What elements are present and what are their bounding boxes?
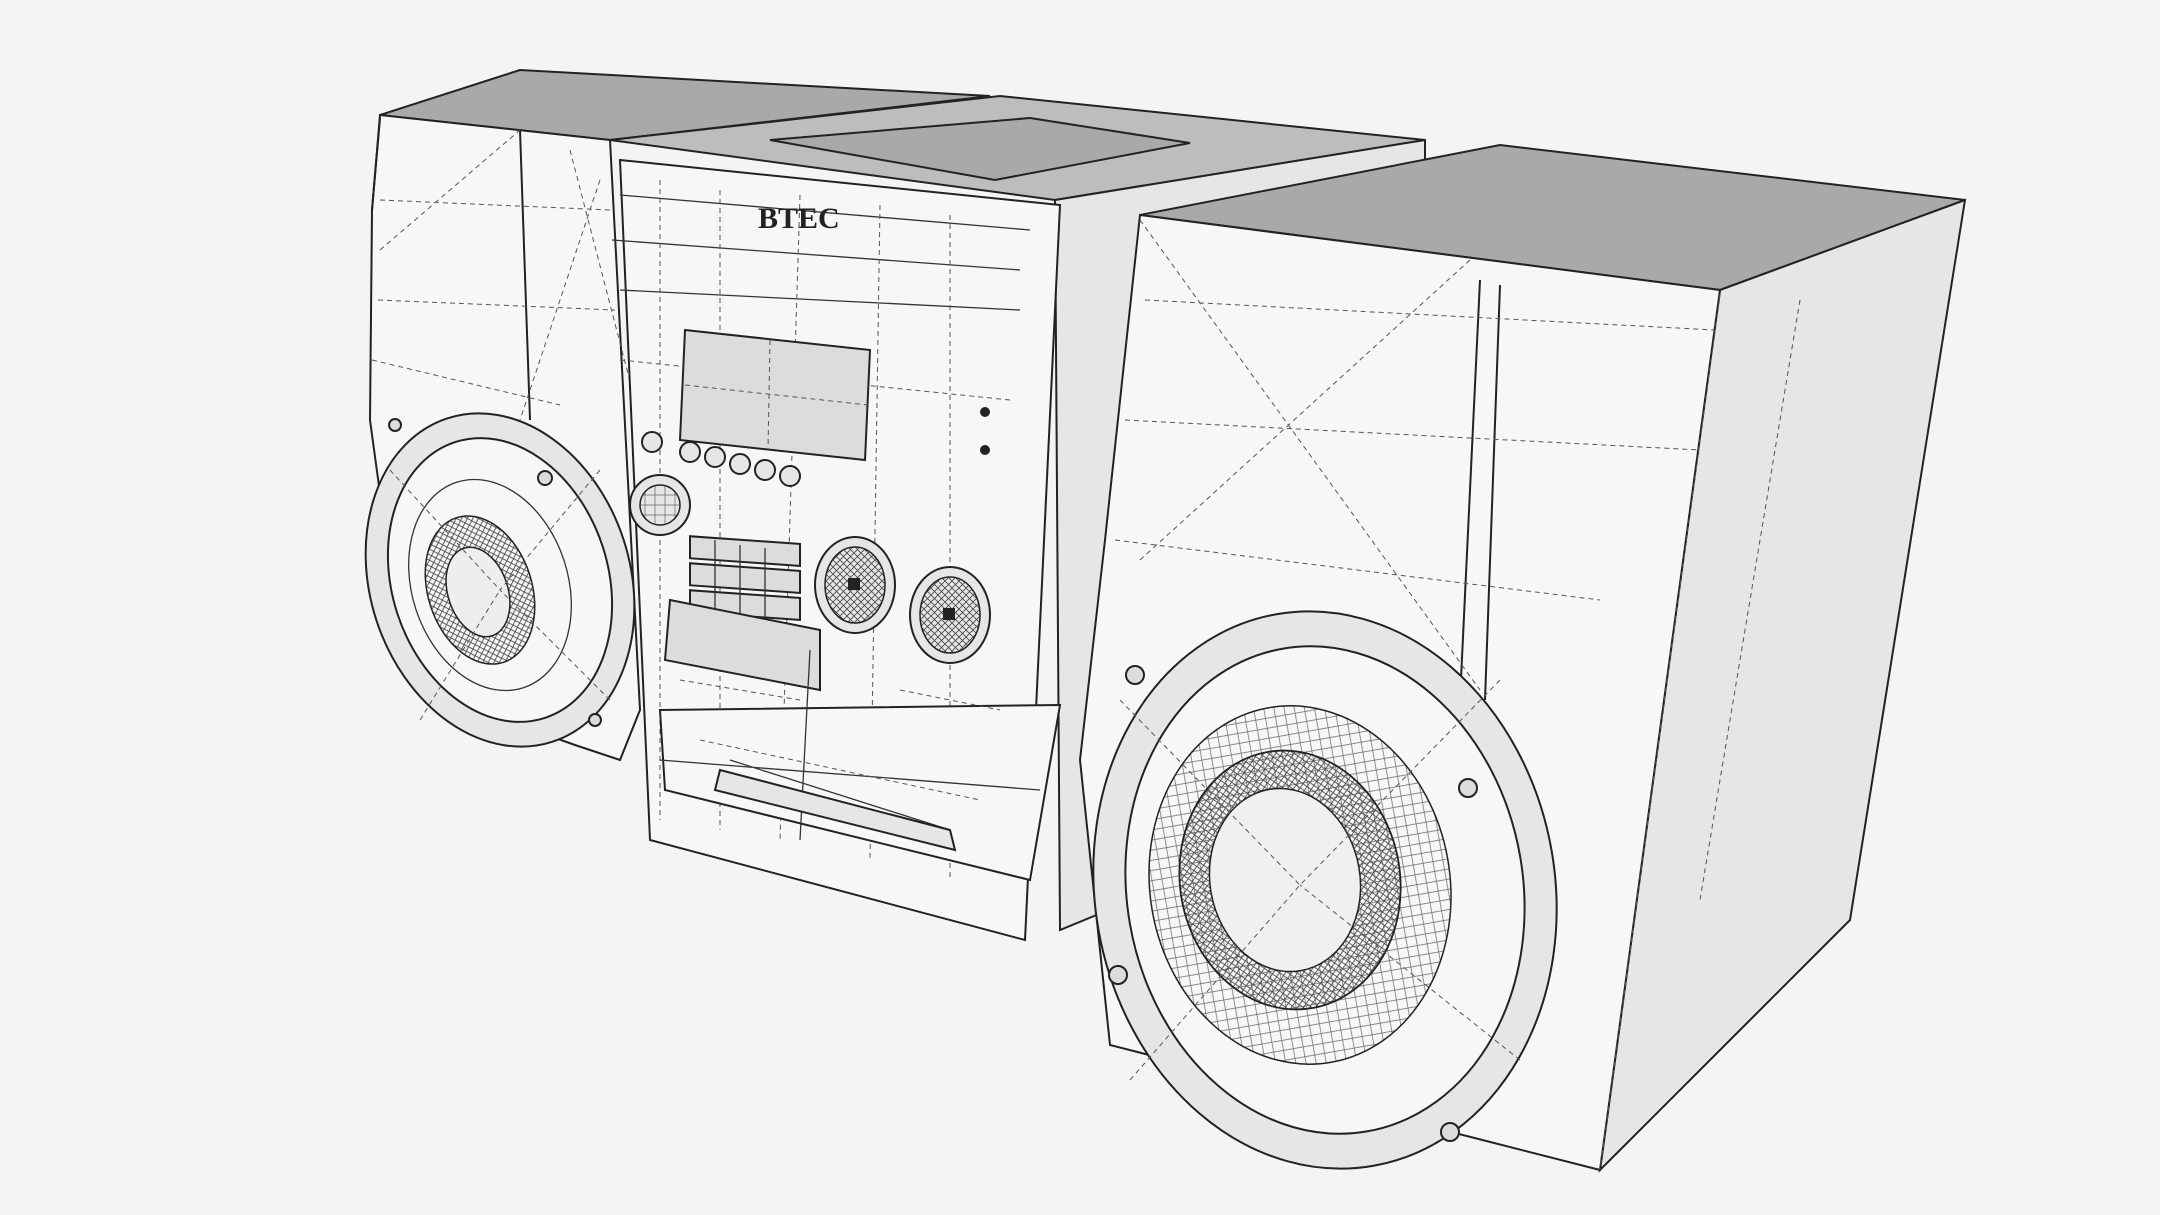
screw-icon	[1458, 778, 1478, 798]
left-woofer	[364, 412, 636, 748]
screw-icon	[537, 470, 553, 486]
screw-icon	[1125, 665, 1145, 685]
button-row	[641, 407, 990, 487]
screw-icon	[588, 713, 602, 727]
screw-icon	[388, 418, 402, 432]
cd-lid	[769, 116, 1191, 182]
tape-buttons	[663, 598, 821, 692]
screw-icon	[1440, 1122, 1460, 1142]
cassette-slot	[713, 768, 957, 852]
left-dial	[814, 536, 896, 634]
right-speaker	[1078, 143, 1967, 1173]
screw-icon	[1108, 965, 1128, 985]
left-speaker	[364, 68, 991, 762]
brand-logo: BTEC	[758, 202, 840, 235]
right-dial	[909, 566, 991, 664]
cassette-deck	[658, 703, 1062, 882]
right-woofer	[1092, 610, 1558, 1170]
